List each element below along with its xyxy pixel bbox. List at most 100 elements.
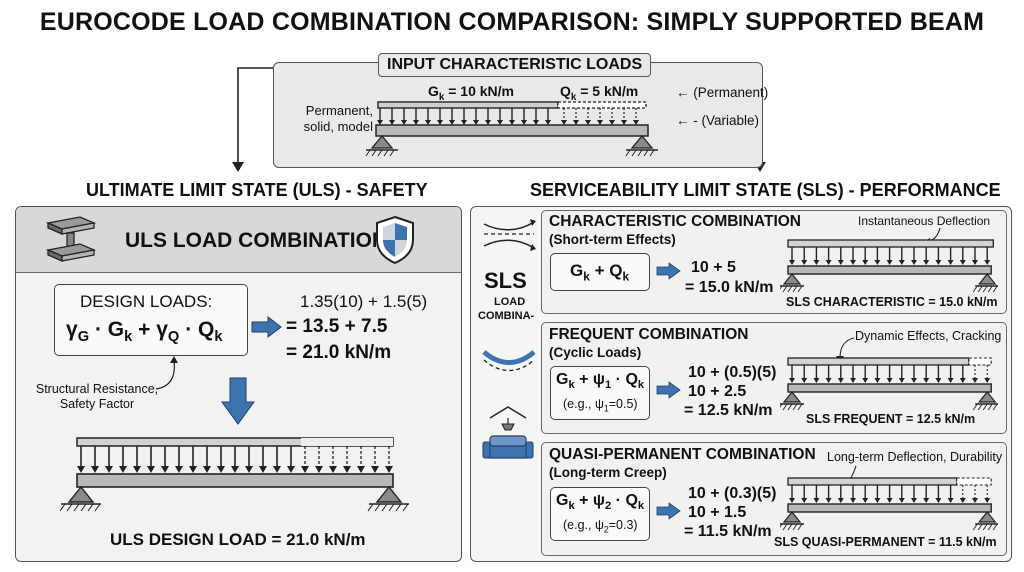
frequent-support-hatch <box>787 403 793 411</box>
gk-label: Gk = 10 kN/m <box>428 83 514 103</box>
characteristic-calc-line1: 10 + 5 <box>691 259 736 276</box>
i-beam-icon <box>45 216 97 262</box>
frequent-beam <box>780 357 998 411</box>
frequent-calc-line2: 10 + 2.5 <box>688 383 747 400</box>
input-variable-load <box>557 101 647 125</box>
frequent-support-hatch <box>987 403 993 411</box>
characteristic-support-hatch <box>982 285 988 293</box>
quasi-formula: Gk + ψ2 · Qk <box>556 492 645 513</box>
quasi-support-hatch <box>792 523 798 531</box>
quasi-beam-body <box>787 503 992 513</box>
arrow-down-icon <box>221 377 255 425</box>
quasi-formula-box <box>550 487 650 541</box>
characteristic-support-hatch <box>782 285 788 293</box>
uls-result: ULS DESIGN LOAD = 21.0 kN/m <box>110 530 366 549</box>
uls-calc-line3: = 21.0 kN/m <box>286 342 392 363</box>
frequent-load-arrowhead <box>789 378 795 383</box>
characteristic-subtitle: (Short-term Effects) <box>549 232 676 247</box>
quasi-load-arrowhead <box>801 498 808 503</box>
quasi-load-arrowhead <box>984 498 991 503</box>
frequent-load-arrowhead <box>911 378 917 383</box>
uls-note: Structural Resistance, Safety Factor <box>35 382 159 411</box>
characteristic-load-arrowhead <box>850 260 856 265</box>
wind-icon <box>483 219 536 251</box>
frequent-beam-body <box>787 383 992 393</box>
frequent-calc-line3: = 12.5 kN/m <box>684 402 773 419</box>
uls-calc-line2: = 13.5 + 7.5 <box>286 316 388 337</box>
quasi-calc-line1: 10 + (0.3)(5) <box>688 485 777 502</box>
characteristic-load-arrowhead <box>862 260 869 265</box>
characteristic-support-hatch <box>792 285 798 293</box>
quasi-example: (e.g., ψ2=0.3) <box>563 518 638 535</box>
characteristic-support-left <box>782 273 802 285</box>
quasi-support-left <box>782 511 802 523</box>
frequent-annotation: Dynamic Effects, Cracking <box>855 329 1002 343</box>
frequent-support-hatch <box>977 403 983 411</box>
frequent-support-right <box>977 391 997 403</box>
frequent-title: FREQUENT COMBINATION <box>549 326 749 343</box>
characteristic-annotation: Instantaneous Deflection <box>858 214 991 228</box>
quasi-support-hatch <box>972 523 978 531</box>
quasi-load-arrowhead <box>923 498 930 503</box>
frequent-load-arrowhead <box>837 378 844 383</box>
frequent-support-left <box>782 391 802 403</box>
frequent-load-arrowhead <box>959 378 966 383</box>
frequent-load-arrowhead <box>923 378 930 383</box>
quasi-load-arrowhead <box>850 498 856 503</box>
characteristic-load-arrowhead <box>813 260 820 265</box>
quasi-support-right <box>977 511 997 523</box>
quasi-load-arrowhead <box>837 498 844 503</box>
characteristic-support-hatch <box>972 285 978 293</box>
input-beam-body <box>375 124 649 137</box>
characteristic-support-hatch <box>797 285 803 293</box>
shield-icon <box>376 215 414 265</box>
characteristic-support-hatch <box>787 285 793 293</box>
input-beam <box>365 101 658 157</box>
quasi-beam <box>780 477 998 531</box>
design-loads-box <box>54 284 248 356</box>
frequent-subtitle: (Cyclic Loads) <box>549 345 642 360</box>
characteristic-arrow-icon <box>656 262 681 280</box>
characteristic-load-arrowhead <box>789 260 795 265</box>
quasi-support-hatch <box>992 523 998 531</box>
frequent-support-hatch <box>972 403 978 411</box>
sls-section-title: SERVICEABILITY LIMIT STATE (SLS) - PERFO… <box>530 180 1001 200</box>
frequent-load-arrowhead <box>801 378 808 383</box>
quasi-load-arrowhead <box>898 498 905 503</box>
uls-calc-line1: 1.35(10) + 1.5(5) <box>300 292 428 311</box>
quasi-load-arrowhead <box>789 498 795 503</box>
frequent-load-arrowhead <box>850 378 856 383</box>
quasi-load-arrowhead <box>947 498 954 503</box>
quasi-load-band <box>787 477 958 486</box>
quasi-load-arrowhead <box>886 498 893 503</box>
frequent-support-hatch <box>797 403 803 411</box>
home-icon <box>482 406 534 459</box>
characteristic-support-hatch <box>780 285 783 290</box>
characteristic-load-arrowhead <box>898 260 905 265</box>
quasi-support-hatch <box>787 523 793 531</box>
quasi-support-hatch <box>797 523 803 531</box>
quasi-calc-line3: = 11.5 kN/m <box>684 523 772 540</box>
characteristic-load-arrowhead <box>911 260 917 265</box>
quasi-support-hatch <box>982 523 988 531</box>
input-header: INPUT CHARACTERISTIC LOADS <box>378 53 652 77</box>
characteristic-load-arrowhead <box>874 260 881 265</box>
frequent-load-arrowhead <box>984 378 991 383</box>
arrow-right-icon <box>251 316 282 338</box>
input-side-note: Permanent, solid, model <box>303 103 373 134</box>
sls-side-sub1: LOAD <box>494 296 526 308</box>
uls-beam <box>59 437 409 512</box>
characteristic-support-hatch <box>992 285 998 293</box>
frequent-support-hatch <box>992 403 998 411</box>
frequent-load-arrowhead <box>972 378 978 383</box>
characteristic-load-arrowhead <box>935 260 942 265</box>
frequent-load-arrowhead <box>898 378 905 383</box>
frequent-arrow-icon <box>656 381 681 399</box>
frequent-support-hatch <box>792 403 798 411</box>
design-loads-label: DESIGN LOADS: <box>80 292 213 311</box>
characteristic-formula-box <box>550 253 650 291</box>
characteristic-load-arrowhead <box>959 260 966 265</box>
characteristic-support-hatch <box>987 285 993 293</box>
quasi-support-hatch <box>782 523 788 531</box>
uls-header-band <box>16 207 461 273</box>
